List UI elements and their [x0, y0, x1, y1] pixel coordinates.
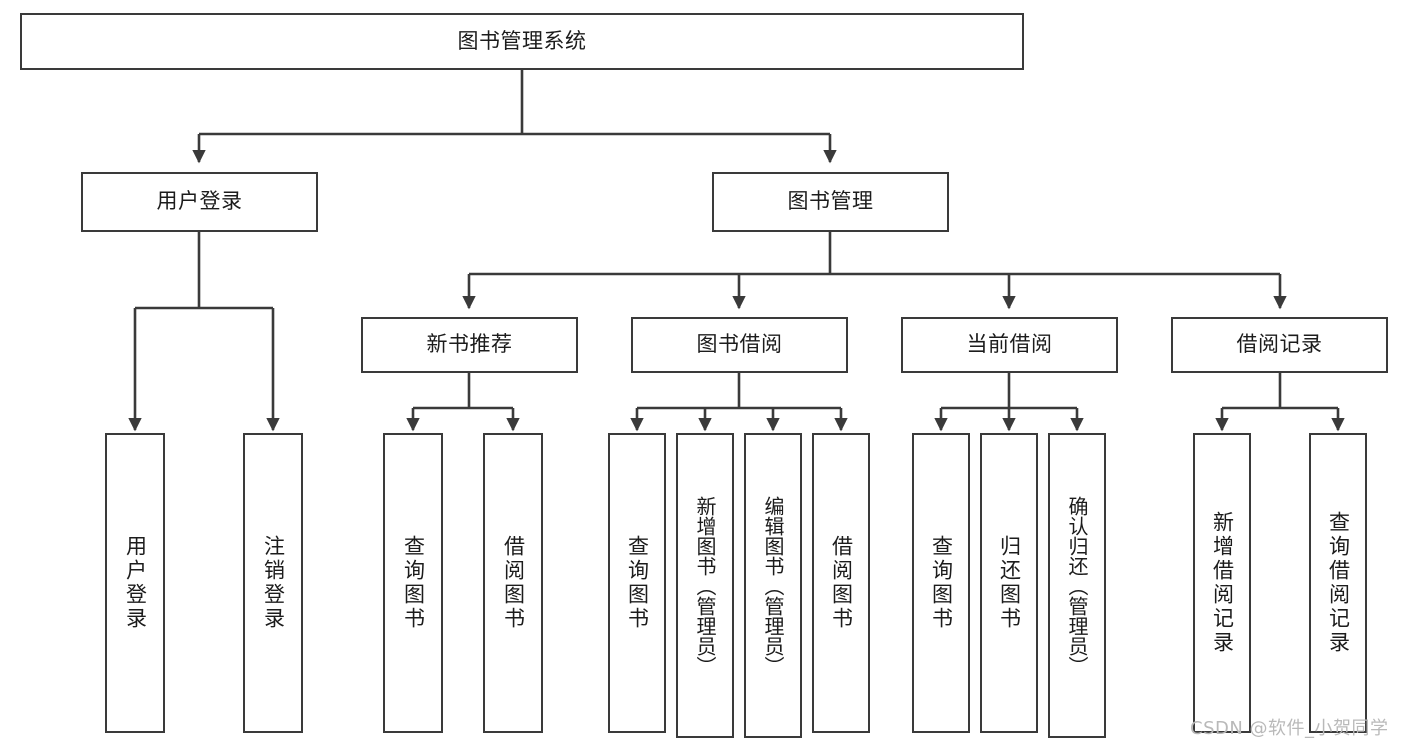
node-leaf-query-book-current[interactable]: 查询图书 [912, 433, 970, 733]
node-label: 归还图书 [997, 535, 1022, 631]
node-root-system[interactable]: 图书管理系统 [20, 13, 1024, 70]
node-label: 编辑图书（管理员） [761, 495, 785, 676]
node-book-borrow[interactable]: 图书借阅 [631, 317, 848, 373]
node-label: 新书推荐 [426, 332, 513, 357]
node-leaf-borrow-book[interactable]: 借阅图书 [812, 433, 870, 733]
node-leaf-edit-book-admin[interactable]: 编辑图书（管理员） [744, 433, 802, 738]
node-label: 当前借阅 [966, 332, 1053, 357]
node-user-login[interactable]: 用户登录 [81, 172, 318, 232]
node-label: 用户登录 [156, 189, 243, 214]
node-label: 注销登录 [261, 535, 286, 631]
node-label: 图书管理 [787, 189, 874, 214]
node-leaf-user-login[interactable]: 用户登录 [105, 433, 165, 733]
node-label: 借阅图书 [501, 535, 526, 631]
node-label: 借阅图书 [829, 535, 854, 631]
node-current-borrow[interactable]: 当前借阅 [901, 317, 1118, 373]
node-label: 查询借阅记录 [1326, 511, 1351, 655]
node-book-management[interactable]: 图书管理 [712, 172, 949, 232]
node-label: 新增图书（管理员） [693, 495, 717, 676]
node-label: 确认归还（管理员） [1065, 495, 1089, 676]
node-label: 借阅记录 [1236, 332, 1323, 357]
node-leaf-query-book-recommend[interactable]: 查询图书 [383, 433, 443, 733]
node-label: 图书管理系统 [457, 28, 587, 53]
watermark-text: CSDN @软件_小贺同学 [1190, 718, 1389, 739]
node-leaf-confirm-return-admin[interactable]: 确认归还（管理员） [1048, 433, 1106, 738]
node-leaf-query-borrow-record[interactable]: 查询借阅记录 [1309, 433, 1367, 733]
node-leaf-query-book-borrow[interactable]: 查询图书 [608, 433, 666, 733]
node-new-book-recommend[interactable]: 新书推荐 [361, 317, 578, 373]
node-label: 图书借阅 [696, 332, 783, 357]
node-leaf-logout[interactable]: 注销登录 [243, 433, 303, 733]
node-label: 新增借阅记录 [1210, 511, 1235, 655]
node-label: 用户登录 [123, 535, 148, 631]
node-leaf-return-book[interactable]: 归还图书 [980, 433, 1038, 733]
node-label: 查询图书 [625, 535, 650, 631]
node-label: 查询图书 [929, 535, 954, 631]
node-leaf-add-borrow-record[interactable]: 新增借阅记录 [1193, 433, 1251, 733]
node-borrow-record[interactable]: 借阅记录 [1171, 317, 1388, 373]
node-leaf-borrow-book-recommend[interactable]: 借阅图书 [483, 433, 543, 733]
node-label: 查询图书 [401, 535, 426, 631]
node-leaf-add-book-admin[interactable]: 新增图书（管理员） [676, 433, 734, 738]
